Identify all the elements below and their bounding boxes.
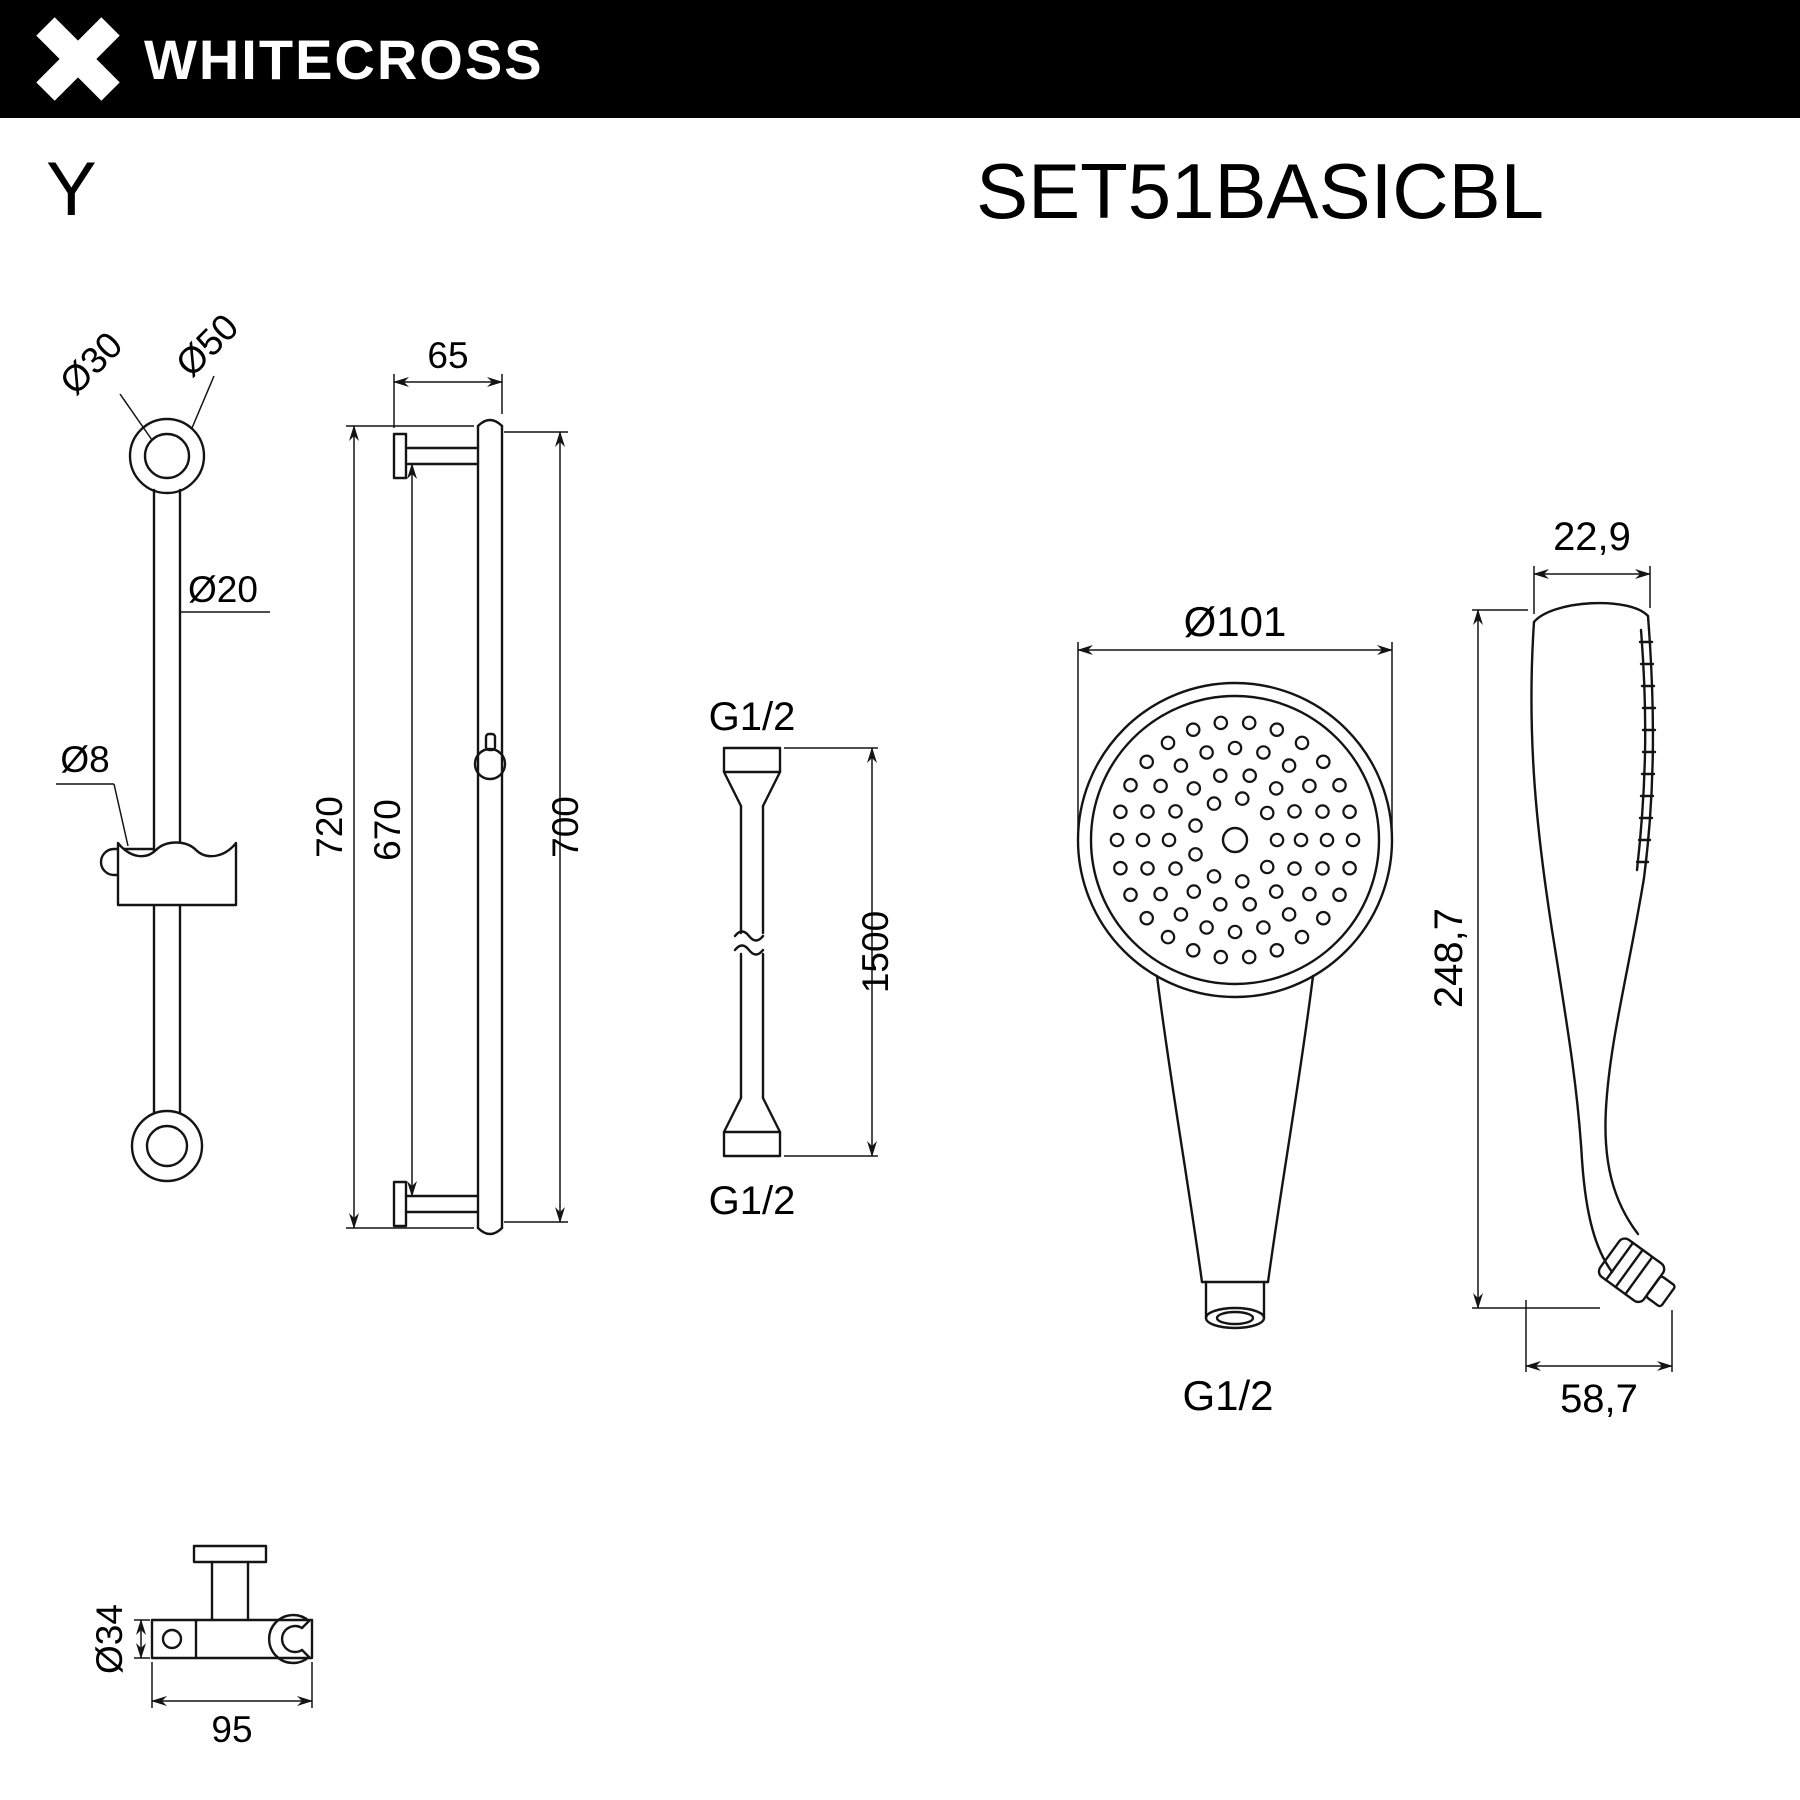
thread-outlet xyxy=(1204,1306,1266,1330)
wall-flange-bottom xyxy=(392,1180,408,1228)
handshower-thread: G1/2 xyxy=(1182,1372,1273,1419)
rail-side-labels: 65 720 670 700 xyxy=(309,335,586,861)
bracket-dimension-lines xyxy=(134,1619,313,1708)
wall-flange-top xyxy=(392,432,408,480)
dim-1500: 1500 xyxy=(855,911,896,993)
slider-knob xyxy=(99,847,156,877)
dim-248-7: 248,7 xyxy=(1427,908,1471,1008)
bracket-hole xyxy=(161,1628,183,1650)
dim-700: 700 xyxy=(545,796,586,858)
handshower-side-dimension-lines xyxy=(1472,566,1673,1372)
dim-d101: Ø101 xyxy=(1184,598,1287,645)
slider-holder xyxy=(116,841,238,907)
bracket-detail-view xyxy=(150,1544,314,1665)
hose-dimension-lines xyxy=(784,747,878,1157)
dim-58-7: 58,7 xyxy=(1560,1377,1638,1421)
dim-720: 720 xyxy=(309,796,350,858)
brand-x-icon xyxy=(36,17,120,101)
brand-name: WHITECROSS xyxy=(144,27,544,91)
nozzle-pattern xyxy=(1109,715,1361,965)
series-label: Y xyxy=(46,147,97,232)
handshower-side-view xyxy=(1530,601,1676,1308)
dim-d30: Ø30 xyxy=(52,324,130,402)
handle-right-edge xyxy=(1266,974,1315,1284)
dim-65: 65 xyxy=(427,335,468,376)
rail-front-view xyxy=(99,417,238,1183)
handle-left-edge xyxy=(1155,974,1204,1284)
clip-inner xyxy=(280,1624,304,1654)
hose-thread-top: G1/2 xyxy=(709,695,796,739)
handshower-front-dimension-lines xyxy=(1077,642,1393,830)
dim-670: 670 xyxy=(367,799,408,861)
hose-view xyxy=(722,746,782,1158)
header-bar: WHITECROSS xyxy=(0,0,1800,118)
hose-nut-top xyxy=(722,746,782,774)
clip-outer xyxy=(268,1613,311,1665)
rail-side-view xyxy=(392,418,507,1236)
hose-nut-bottom xyxy=(722,1130,782,1158)
handshower-side-labels: 22,9 248,7 58,7 xyxy=(1427,515,1638,1421)
rail-front-leaders xyxy=(56,375,270,847)
product-code: SET51BASICBL xyxy=(976,147,1544,235)
rail-side-dimension-lines xyxy=(346,374,568,1229)
dim-d8: Ø8 xyxy=(60,739,109,780)
handshower-front-labels: Ø101 G1/2 xyxy=(1182,598,1286,1419)
handshower-front-view xyxy=(1076,681,1394,1330)
dim-d34: Ø34 xyxy=(89,1604,130,1674)
spray-face-ticks xyxy=(1635,640,1657,864)
dim-d50: Ø50 xyxy=(168,306,246,384)
knurled-connector xyxy=(1597,1237,1676,1308)
dim-95: 95 xyxy=(211,1709,252,1750)
hose-break-mark xyxy=(733,930,765,942)
dim-d20: Ø20 xyxy=(188,569,258,610)
hose-labels: G1/2 1500 G1/2 xyxy=(709,695,896,1223)
slider-knob-side xyxy=(473,747,507,781)
dim-22-9: 22,9 xyxy=(1553,515,1631,559)
bracket-labels: Ø34 95 xyxy=(89,1604,253,1750)
spray-face-rim xyxy=(1635,628,1647,872)
hose-thread-bottom: G1/2 xyxy=(709,1179,796,1223)
